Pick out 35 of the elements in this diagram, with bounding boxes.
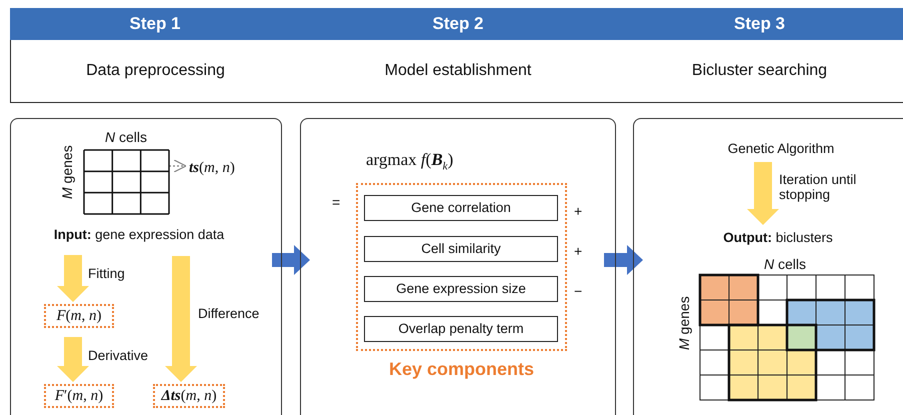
block-arrow	[57, 337, 89, 382]
step-title-cell: Model establishment	[300, 40, 616, 103]
operator-sign: +	[574, 202, 582, 221]
component-box: Overlap penalty term	[364, 316, 558, 342]
output-label: Output: biclusters	[713, 227, 843, 249]
objective-formula: argmax f(B$_{k}$)	[366, 150, 454, 172]
formula-box: F(m, n)	[44, 304, 114, 328]
input-label: Input: gene expression data	[43, 224, 235, 246]
step-header: Step 1	[10, 8, 300, 40]
axis-label: N cells	[764, 256, 806, 272]
edge-label: Fitting	[88, 266, 125, 281]
step-title-cell: Bicluster searching	[616, 40, 903, 103]
edge-label: Difference	[198, 306, 260, 321]
axis-label: M genes	[59, 145, 75, 199]
math-label: ts(m, n)	[189, 157, 257, 179]
block-arrow	[272, 245, 310, 275]
step-panel	[300, 118, 616, 415]
block-arrow	[165, 256, 197, 382]
axis-label: M genes	[676, 296, 692, 350]
step-header: Step 3	[616, 8, 903, 40]
block-arrow	[747, 162, 779, 225]
formula-box: Δts(m, n)	[153, 384, 225, 408]
block-arrow	[57, 255, 89, 302]
edge-label: Derivative	[88, 348, 148, 363]
operator-sign: −	[574, 282, 582, 301]
leader-arrow	[169, 159, 187, 173]
operator-sign: +	[574, 242, 582, 261]
block-arrow	[604, 245, 643, 275]
axis-label: N cells	[105, 129, 148, 145]
method-label: Genetic Algorithm	[706, 139, 856, 159]
equals-sign: =	[332, 194, 340, 210]
formula-box: F′(m, n)	[44, 384, 114, 408]
key-components-heading: Key components	[388, 359, 536, 380]
step-header: Step 2	[300, 8, 616, 40]
step-title-cell: Data preprocessing	[10, 40, 300, 103]
